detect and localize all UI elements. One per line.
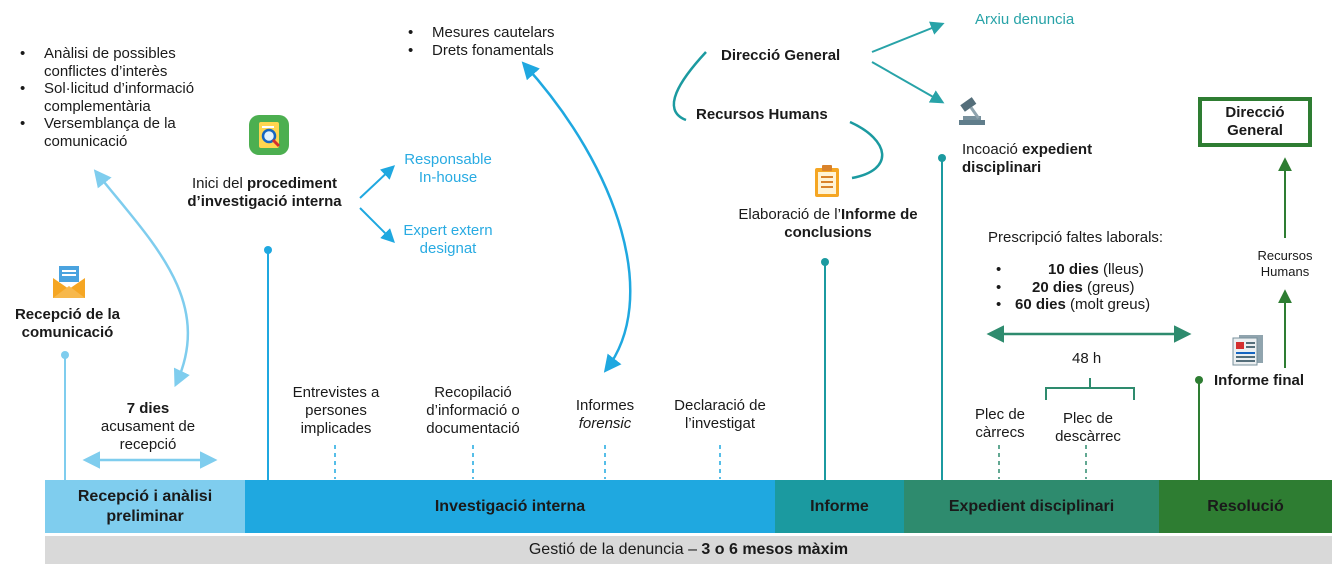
prescription-list: 10 dies (lleus) 20 dies (greus) 60 dies … (990, 261, 1200, 314)
activity-documentation: Recopilació d’informació o documentació (426, 384, 520, 437)
plec-charges: Plec de càrrecs (974, 406, 1026, 441)
footer-bar: Gestió de la denuncia – 3 o 6 mesos màxi… (45, 536, 1332, 564)
reception-title: Recepció de la comunicació (14, 306, 121, 341)
report-prefix: Elaboració de l’ (738, 206, 841, 223)
phase-reception: Recepció i anàlisi preliminar (45, 480, 245, 533)
disciplinary-prefix: Incoació (962, 141, 1023, 158)
resolution-final: Informe final (1214, 372, 1305, 389)
investigation-start: Inici del procediment d’investigació int… (172, 175, 357, 211)
list-item: Anàlisi de possibles conflictes d’interè… (14, 45, 234, 80)
activity-forensic-label: Informes (575, 397, 635, 414)
responsible-inhouse: Responsable In-house (404, 151, 492, 186)
investigation-start-prefix: Inici del (191, 175, 247, 192)
investigation-start-bold: procediment d’investigació interna (187, 175, 342, 210)
newspaper-icon (1231, 334, 1265, 371)
activity-forensic: Informes forensic (555, 397, 655, 433)
phase-disciplinary-label: Expedient disciplinari (948, 497, 1115, 515)
report-bold: Informe de conclusions (784, 206, 918, 241)
footer-prefix: Gestió de la denuncia – (528, 541, 702, 558)
phase-report: Informe (775, 480, 904, 533)
prescription-bold: 20 dies (1032, 278, 1083, 296)
seven-days-text: acusament de recepció (100, 418, 196, 453)
list-item: 60 dies (molt greus) (990, 296, 1200, 314)
prescription-bold: 60 dies (1015, 296, 1066, 313)
phase-reception-label: Recepció i anàlisi preliminar (77, 487, 213, 525)
list-item: Drets fonamentals (402, 42, 602, 60)
phase-investigation-label: Investigació interna (434, 497, 586, 515)
activity-interviews: Entrevistes a persones implicades (292, 384, 380, 437)
resolution-rh: Recursos Humans (1257, 248, 1313, 279)
gavel-icon (955, 96, 989, 131)
phase-investigation: Investigació interna (245, 480, 775, 533)
seven-days-bold: 7 dies (126, 400, 170, 417)
disciplinary-start: Incoació expedient disciplinari (962, 141, 1132, 177)
analysis-bullet-list: Anàlisi de possibles conflictes d’interè… (14, 45, 234, 150)
archive-label: Arxiu denuncia (975, 11, 1075, 28)
prescription-text: (greus) (1082, 278, 1135, 296)
prescription-text: (lleus) (1098, 261, 1144, 278)
measures-list: Mesures cautelars Drets fonamentals (402, 24, 602, 59)
envelope-icon (51, 265, 87, 304)
seven-days-label: 7 dies acusament de recepció (78, 400, 218, 454)
phase-disciplinary: Expedient disciplinari (904, 480, 1159, 533)
plec-discharge: Plec de descàrrec (1055, 410, 1121, 445)
footer-duration: 3 o 6 mesos màxim (701, 541, 849, 558)
hierarchy-dg: Direcció General (721, 47, 841, 64)
resolution-dg: Direcció General (1225, 104, 1285, 139)
list-item: Versemblança de la comunicació (14, 115, 234, 150)
report-elaboration: Elaboració de l’Informe de conclusions (712, 206, 944, 242)
list-item: Sol·licitud d’informació complementària (14, 80, 234, 115)
responsible-external: Expert extern designat (403, 222, 493, 257)
hierarchy-rh: Recursos Humans (696, 106, 828, 123)
prescription-bold: 10 dies (1048, 261, 1099, 278)
resolution-dg-box: Direcció General (1198, 97, 1312, 147)
list-item: Mesures cautelars (402, 24, 602, 42)
clipboard-icon (813, 164, 841, 203)
activity-forensic-italic: forensic (578, 415, 632, 432)
list-item: 20 dies (greus) (990, 279, 1200, 297)
hours-label: 48 h (1072, 350, 1102, 367)
prescription-text: (molt greus) (1065, 296, 1151, 313)
activity-declaration: Declaració de l’investigat (674, 397, 766, 432)
phase-resolution-label: Resolució (1207, 497, 1284, 515)
prescription-title: Prescripció faltes laborals: (988, 229, 1164, 246)
disciplinary-bold: expedient disciplinari (962, 141, 1093, 176)
phase-report-label: Informe (810, 497, 869, 515)
phase-resolution: Resolució (1159, 480, 1332, 533)
search-document-icon (247, 113, 291, 162)
list-item: 10 dies (lleus) (990, 261, 1200, 279)
